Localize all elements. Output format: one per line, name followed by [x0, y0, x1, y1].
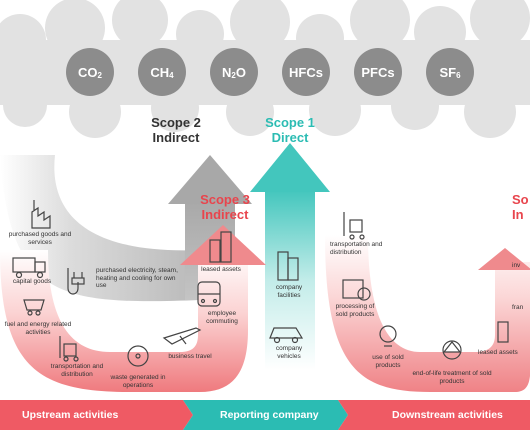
- downstream-item-leased-assets: leased assets: [478, 349, 518, 356]
- downstream-item-franchises-partial: fran: [512, 304, 524, 311]
- scope3-upstream-title: Scope 3: [200, 192, 250, 207]
- factory-icon: [31, 200, 51, 229]
- forklift-icon: [59, 336, 79, 362]
- coal-cart-icon: [23, 299, 45, 316]
- activity-bar: [0, 400, 530, 430]
- buildings-icon: [209, 231, 232, 263]
- upstream-item-transport: transportation and distribution: [50, 363, 104, 378]
- gas-pfcs: PFCs: [354, 48, 402, 96]
- company-building-icon: [277, 251, 299, 281]
- ds-forklift-icon: [343, 212, 365, 240]
- scope3-upstream-subtitle: Indirect: [201, 207, 249, 222]
- bar-upstream-label: Upstream activities: [22, 409, 119, 421]
- upstream-item-leased-assets: leased assets: [201, 266, 241, 273]
- upstream-item-commuting: employee commuting: [206, 310, 238, 325]
- upstream-item-fuel-energy: fuel and energy related activities: [4, 321, 72, 336]
- gas-co2-sub: 2: [97, 70, 102, 80]
- bar-reporting-label: Reporting company: [220, 409, 319, 421]
- truck-icon: [12, 257, 46, 279]
- bar-downstream-label: Downstream activities: [392, 409, 503, 421]
- scope1-subtitle: Direct: [271, 130, 309, 145]
- gas-hfcs: HFCs: [282, 48, 330, 96]
- radioactive-waste-icon: [127, 345, 149, 367]
- scope2-subtitle: Indirect: [152, 130, 200, 145]
- scope3-upstream-heading: Scope 3 Indirect: [186, 192, 264, 222]
- upstream-item-capital-goods: capital goods: [12, 278, 52, 285]
- downstream-item-transport: transportation and distribution: [330, 241, 383, 256]
- scope3-downstream-arrow: [325, 235, 530, 392]
- lightbulb-icon: [379, 325, 397, 347]
- downstream-item-use: use of sold products: [372, 354, 404, 369]
- gas-sf6-sub: 6: [456, 70, 461, 80]
- gas-n2o-suffix: O: [235, 64, 246, 80]
- scope3-downstream-heading: So In: [512, 192, 530, 222]
- ds-buildings-icon: [497, 321, 509, 343]
- scope3-downstream-title: So: [512, 192, 529, 207]
- scope3-downstream-subtitle: In: [512, 207, 524, 222]
- scope1-title: Scope 1: [265, 115, 315, 130]
- scope1-arrow: [250, 143, 330, 370]
- scope1-item-vehicles: company vehicles: [275, 345, 303, 360]
- gas-co2-label: CO: [78, 64, 98, 80]
- plug-icon: [67, 268, 85, 295]
- car-icon: [269, 327, 304, 344]
- gas-ch4-sub: 4: [169, 70, 174, 80]
- downstream-item-investments-partial: inv: [512, 262, 521, 269]
- scope1-item-facilities: company facilities: [275, 284, 303, 299]
- processing-box-icon: [342, 279, 371, 301]
- downstream-item-processing: processing of sold products: [335, 303, 375, 318]
- scope2-heading: Scope 2 Indirect: [138, 115, 214, 145]
- scope3-upstream-arrow: [0, 225, 266, 392]
- upstream-item-waste: waste generated in operations: [110, 374, 166, 389]
- downstream-item-end-of-life: end-of-life treatment of sold products: [412, 370, 492, 385]
- gas-n2o-sub: 2: [231, 70, 236, 80]
- gas-n2o-label: N: [222, 64, 232, 80]
- train-icon: [197, 281, 221, 307]
- gas-pfcs-label: PFCs: [361, 64, 395, 80]
- upstream-item-business-travel: business travel: [168, 353, 212, 360]
- upstream-item-purchased-goods: purchased goods and services: [8, 231, 72, 246]
- gas-ch4-label: CH: [150, 64, 170, 80]
- recycle-icon: [442, 340, 462, 360]
- gas-sf6-label: SF: [439, 64, 457, 80]
- airplane-icon: [162, 327, 202, 345]
- scope1-heading: Scope 1 Direct: [254, 115, 326, 145]
- scope2-title: Scope 2: [151, 115, 201, 130]
- scope2-item-electricity: purchased electricity, steam, heating an…: [96, 267, 178, 289]
- gas-hfcs-label: HFCs: [289, 64, 323, 80]
